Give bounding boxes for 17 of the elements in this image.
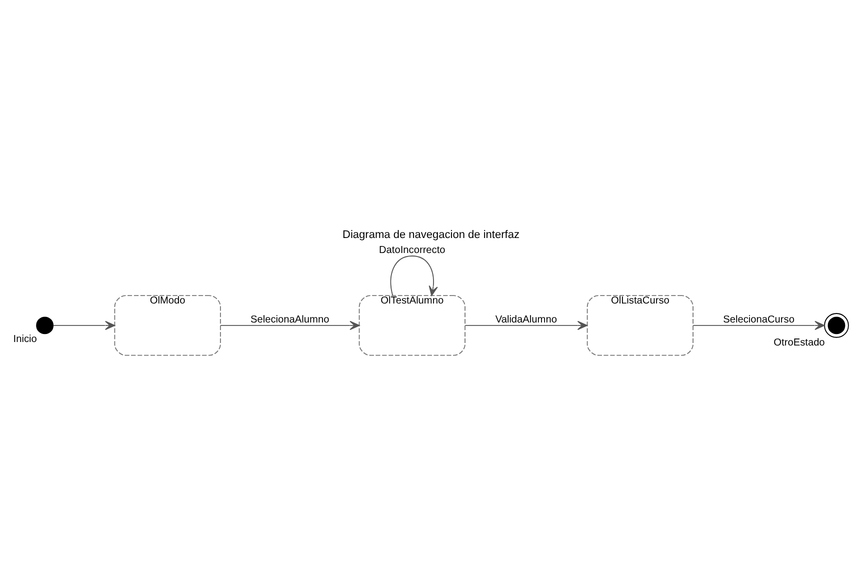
arrow: [390, 255, 438, 296]
edge-label: SelecionaAlumno: [250, 314, 330, 325]
arrow: [220, 320, 360, 330]
arrow: [464, 320, 588, 330]
edge-label: SelecionaCurso: [723, 314, 794, 325]
node-box: OlModo: [114, 294, 221, 356]
arrow: [52, 320, 116, 330]
node-label: Inicio: [13, 333, 37, 344]
arrow: [692, 320, 825, 330]
node-circle: [36, 316, 54, 334]
edge-label: ValidaAlumno: [495, 314, 557, 325]
node-bullseye: [824, 312, 849, 338]
diagram-title: Diagrama de navegacion de interfaz: [342, 228, 520, 241]
node-box: OlTestAlumno: [358, 294, 466, 356]
edge-label: DatoIncorrecto: [378, 244, 446, 256]
node-box: OlListaCurso: [586, 294, 694, 356]
node-label: OtroEstado: [774, 336, 825, 348]
